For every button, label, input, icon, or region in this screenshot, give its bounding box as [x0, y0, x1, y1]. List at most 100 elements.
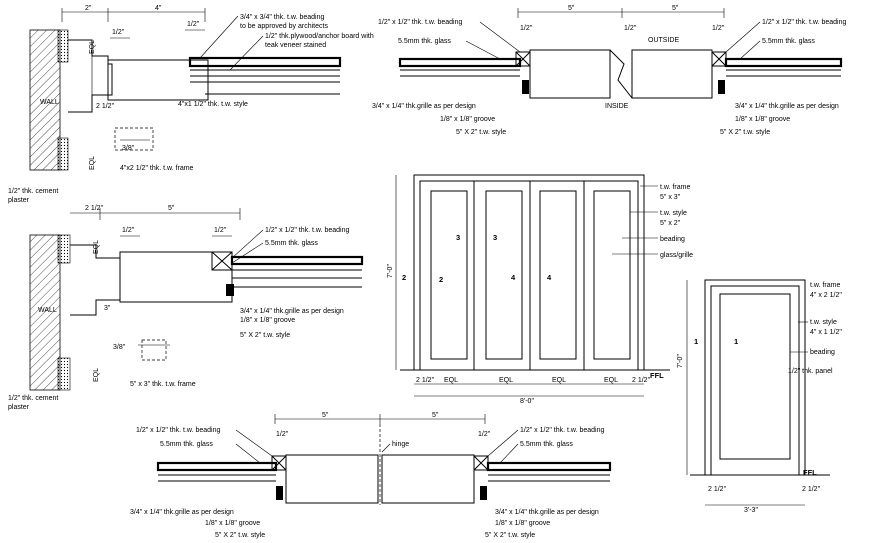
dim-label: 1/2"	[276, 431, 289, 438]
dim-label: EQL	[499, 377, 513, 384]
dim-label: 1/2"	[624, 25, 637, 32]
single-door-elevation: 1 1 7'-0" FFL 2 1/2" 2 1/2" 3'-3" t.w. f…	[677, 279, 842, 514]
note: t.w. frame	[660, 184, 690, 191]
note: 4" x 1 1/2"	[810, 329, 842, 336]
note: 5" x 3"	[660, 194, 681, 201]
dim-label: 1/2"	[122, 227, 135, 234]
height-dim: 7'-0"	[387, 264, 394, 278]
note: 1/8" x 1/8" groove	[735, 116, 790, 123]
plaster-strip	[57, 29, 69, 63]
dim-label: EQL	[89, 40, 96, 54]
panel-mark: 2	[439, 275, 443, 284]
outside-label: OUTSIDE	[648, 37, 679, 44]
wall-hatch	[29, 29, 61, 171]
dim-label: 1/2"	[187, 21, 200, 28]
detail-bottom: 5" 5" 1/2" 1/2" hinge 1/2" x 1/2" thk. t…	[130, 412, 612, 539]
wall-hatch	[29, 234, 61, 391]
panel-mark: 1	[694, 337, 698, 346]
dim-label: 5"	[322, 412, 329, 419]
note: 1/2" thk. cement	[8, 395, 58, 402]
note: t.w. style	[660, 210, 687, 217]
panel-mark: 3	[493, 233, 497, 242]
dim-label: 3/8"	[122, 145, 135, 152]
plaster-strip	[57, 357, 71, 391]
dim-label: 1/2"	[478, 431, 491, 438]
dim-label: 2 1/2"	[632, 377, 651, 384]
note: 1/2" x 1/2" thk. t.w. beading	[378, 19, 462, 26]
dim-label: EQL	[89, 156, 96, 170]
note: 1/8" x 1/8" groove	[495, 520, 550, 527]
dim-label: 3"	[104, 305, 111, 312]
panel-mark: 2	[402, 273, 406, 282]
dim-label: 5"	[568, 5, 575, 12]
dim-label: 2 1/2"	[802, 486, 821, 493]
note: 1/2" x 1/2" thk. t.w. beading	[136, 427, 220, 434]
note: 5" x 3" thk. t.w. frame	[130, 381, 196, 388]
panel-mark: 3	[456, 233, 460, 242]
dim-label: 1/2"	[712, 25, 725, 32]
wall-label: WALL	[38, 307, 57, 314]
width-dim: 8'-0"	[520, 398, 534, 405]
panel-mark: 1	[734, 337, 738, 346]
note: beading	[660, 236, 685, 243]
dim-label: 4"	[155, 5, 162, 12]
note: 5" x 2"	[660, 220, 681, 227]
dim-label: 2 1/2"	[416, 377, 435, 384]
dim-label: 2 1/2"	[708, 486, 727, 493]
hinge-label: hinge	[392, 441, 409, 448]
note: 1/8" x 1/8" groove	[440, 116, 495, 123]
dim-label: 1/2"	[112, 29, 125, 36]
dim-label: 2 1/2"	[96, 103, 115, 110]
plaster-strip	[57, 234, 71, 264]
dim-label: 5"	[432, 412, 439, 419]
wall-label: WALL	[40, 99, 59, 106]
note: 3/4" x 1/4" thk.grille as per design	[495, 509, 599, 516]
note: 5.5mm thk. glass	[762, 38, 815, 45]
note: plaster	[8, 404, 30, 411]
dim-label: 5"	[168, 205, 175, 212]
note: 5.5mm thk. glass	[398, 38, 451, 45]
folding-door-elevation: 2 3 3 4 4 2 7'-0" FFL 2 1/2" EQL EQL EQL…	[387, 174, 693, 405]
note: glass/grille	[660, 252, 693, 259]
note: 1/2" thk. cement	[8, 188, 58, 195]
width-dim: 3'-3"	[744, 507, 758, 514]
detail-top-right: 5" 5" 1/2" 1/2" 1/2" OUTSIDE INSIDE 1/2"…	[372, 5, 846, 136]
panel-mark: 4	[511, 273, 516, 282]
note: 3/4" x 1/4" thk.grille as per design	[372, 103, 476, 110]
note: 4"x2 1/2" thk. t.w. frame	[120, 165, 194, 172]
dim-label: 5"	[672, 5, 679, 12]
note: 1/2" x 1/2" thk. t.w. beading	[520, 427, 604, 434]
note: 5" X 2" t.w. style	[240, 332, 290, 339]
note: 3/4" x 1/4" thk.grille as per design	[130, 509, 234, 516]
note: 5.5mm thk. glass	[520, 441, 573, 448]
note: 4" x 2 1/2"	[810, 292, 842, 299]
height-dim: 7'-0"	[677, 354, 684, 368]
note: 5" X 2" t.w. style	[485, 532, 535, 539]
note: 1/2" x 1/2" thk. t.w. beading	[265, 227, 349, 234]
dim-label: 1/2"	[214, 227, 227, 234]
ffl-label: FFL	[650, 371, 664, 380]
note: 4"x1 1/2" thk. t.w. style	[178, 101, 248, 108]
note: t.w. style	[810, 319, 837, 326]
plaster-strip	[57, 137, 69, 171]
note: 5" X 2" t.w. style	[215, 532, 265, 539]
note: 1/2" x 1/2" thk. t.w. beading	[762, 19, 846, 26]
dim-label: EQL	[552, 377, 566, 384]
detail-mid-left: WALL 2 1/2" 5" 1/2" 1/2" EQL EQL 3" 3/8"…	[8, 205, 364, 411]
inside-label: INSIDE	[605, 103, 629, 110]
note: 5.5mm thk. glass	[160, 441, 213, 448]
note: to be approved by architects	[240, 23, 328, 30]
note: 5" X 2" t.w. style	[720, 129, 770, 136]
dim-label: EQL	[93, 368, 100, 382]
dim-label: 2"	[85, 5, 92, 12]
note: 1/2" thk. panel	[788, 368, 833, 375]
note: beading	[810, 349, 835, 356]
note: t.w. frame	[810, 282, 840, 289]
note: 1/8" x 1/8" groove	[240, 317, 295, 324]
note: 3/4" x 3/4" thk. t.w. beading	[240, 14, 324, 21]
dim-label: EQL	[604, 377, 618, 384]
note: 1/2" thk.plywood/anchor board with	[265, 33, 374, 40]
dim-label: 1/2"	[520, 25, 533, 32]
note: plaster	[8, 197, 30, 204]
